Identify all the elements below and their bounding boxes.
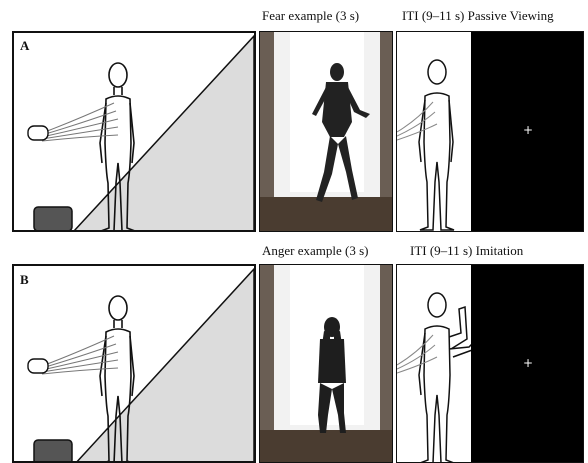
amplifier-icon <box>28 126 48 140</box>
fixation-screen-b: + <box>471 265 584 463</box>
video-still-fear <box>259 31 393 232</box>
iti-caption-b: ITI (9–11 s) Imitation <box>410 243 523 259</box>
eeg-cap-icon <box>397 102 437 140</box>
stim-caption-a: Fear example (3 s) <box>262 8 359 24</box>
person-silhouette-icon <box>419 293 475 463</box>
fixation-cross: + <box>523 123 533 137</box>
panel-label-b: B <box>20 272 29 288</box>
iti-scene-b: + <box>396 264 584 463</box>
eeg-cap-icon <box>42 103 118 141</box>
fixation-cross: + <box>523 356 533 370</box>
panel-label-a: A <box>20 38 29 54</box>
stim-caption-b: Anger example (3 s) <box>262 243 369 259</box>
person-silhouette-icon <box>419 60 454 230</box>
scene-b <box>12 264 256 463</box>
video-still-anger <box>259 264 393 463</box>
fixation-screen-a: + <box>471 32 584 232</box>
projector-icon <box>34 207 72 231</box>
projector-icon <box>34 440 72 463</box>
eeg-cap-icon <box>397 335 437 373</box>
amplifier-icon <box>28 359 48 373</box>
iti-scene-a: + <box>396 31 584 232</box>
scene-a <box>12 31 256 232</box>
eeg-cap-icon <box>42 336 118 374</box>
iti-caption-a: ITI (9–11 s) Passive Viewing <box>402 8 554 24</box>
